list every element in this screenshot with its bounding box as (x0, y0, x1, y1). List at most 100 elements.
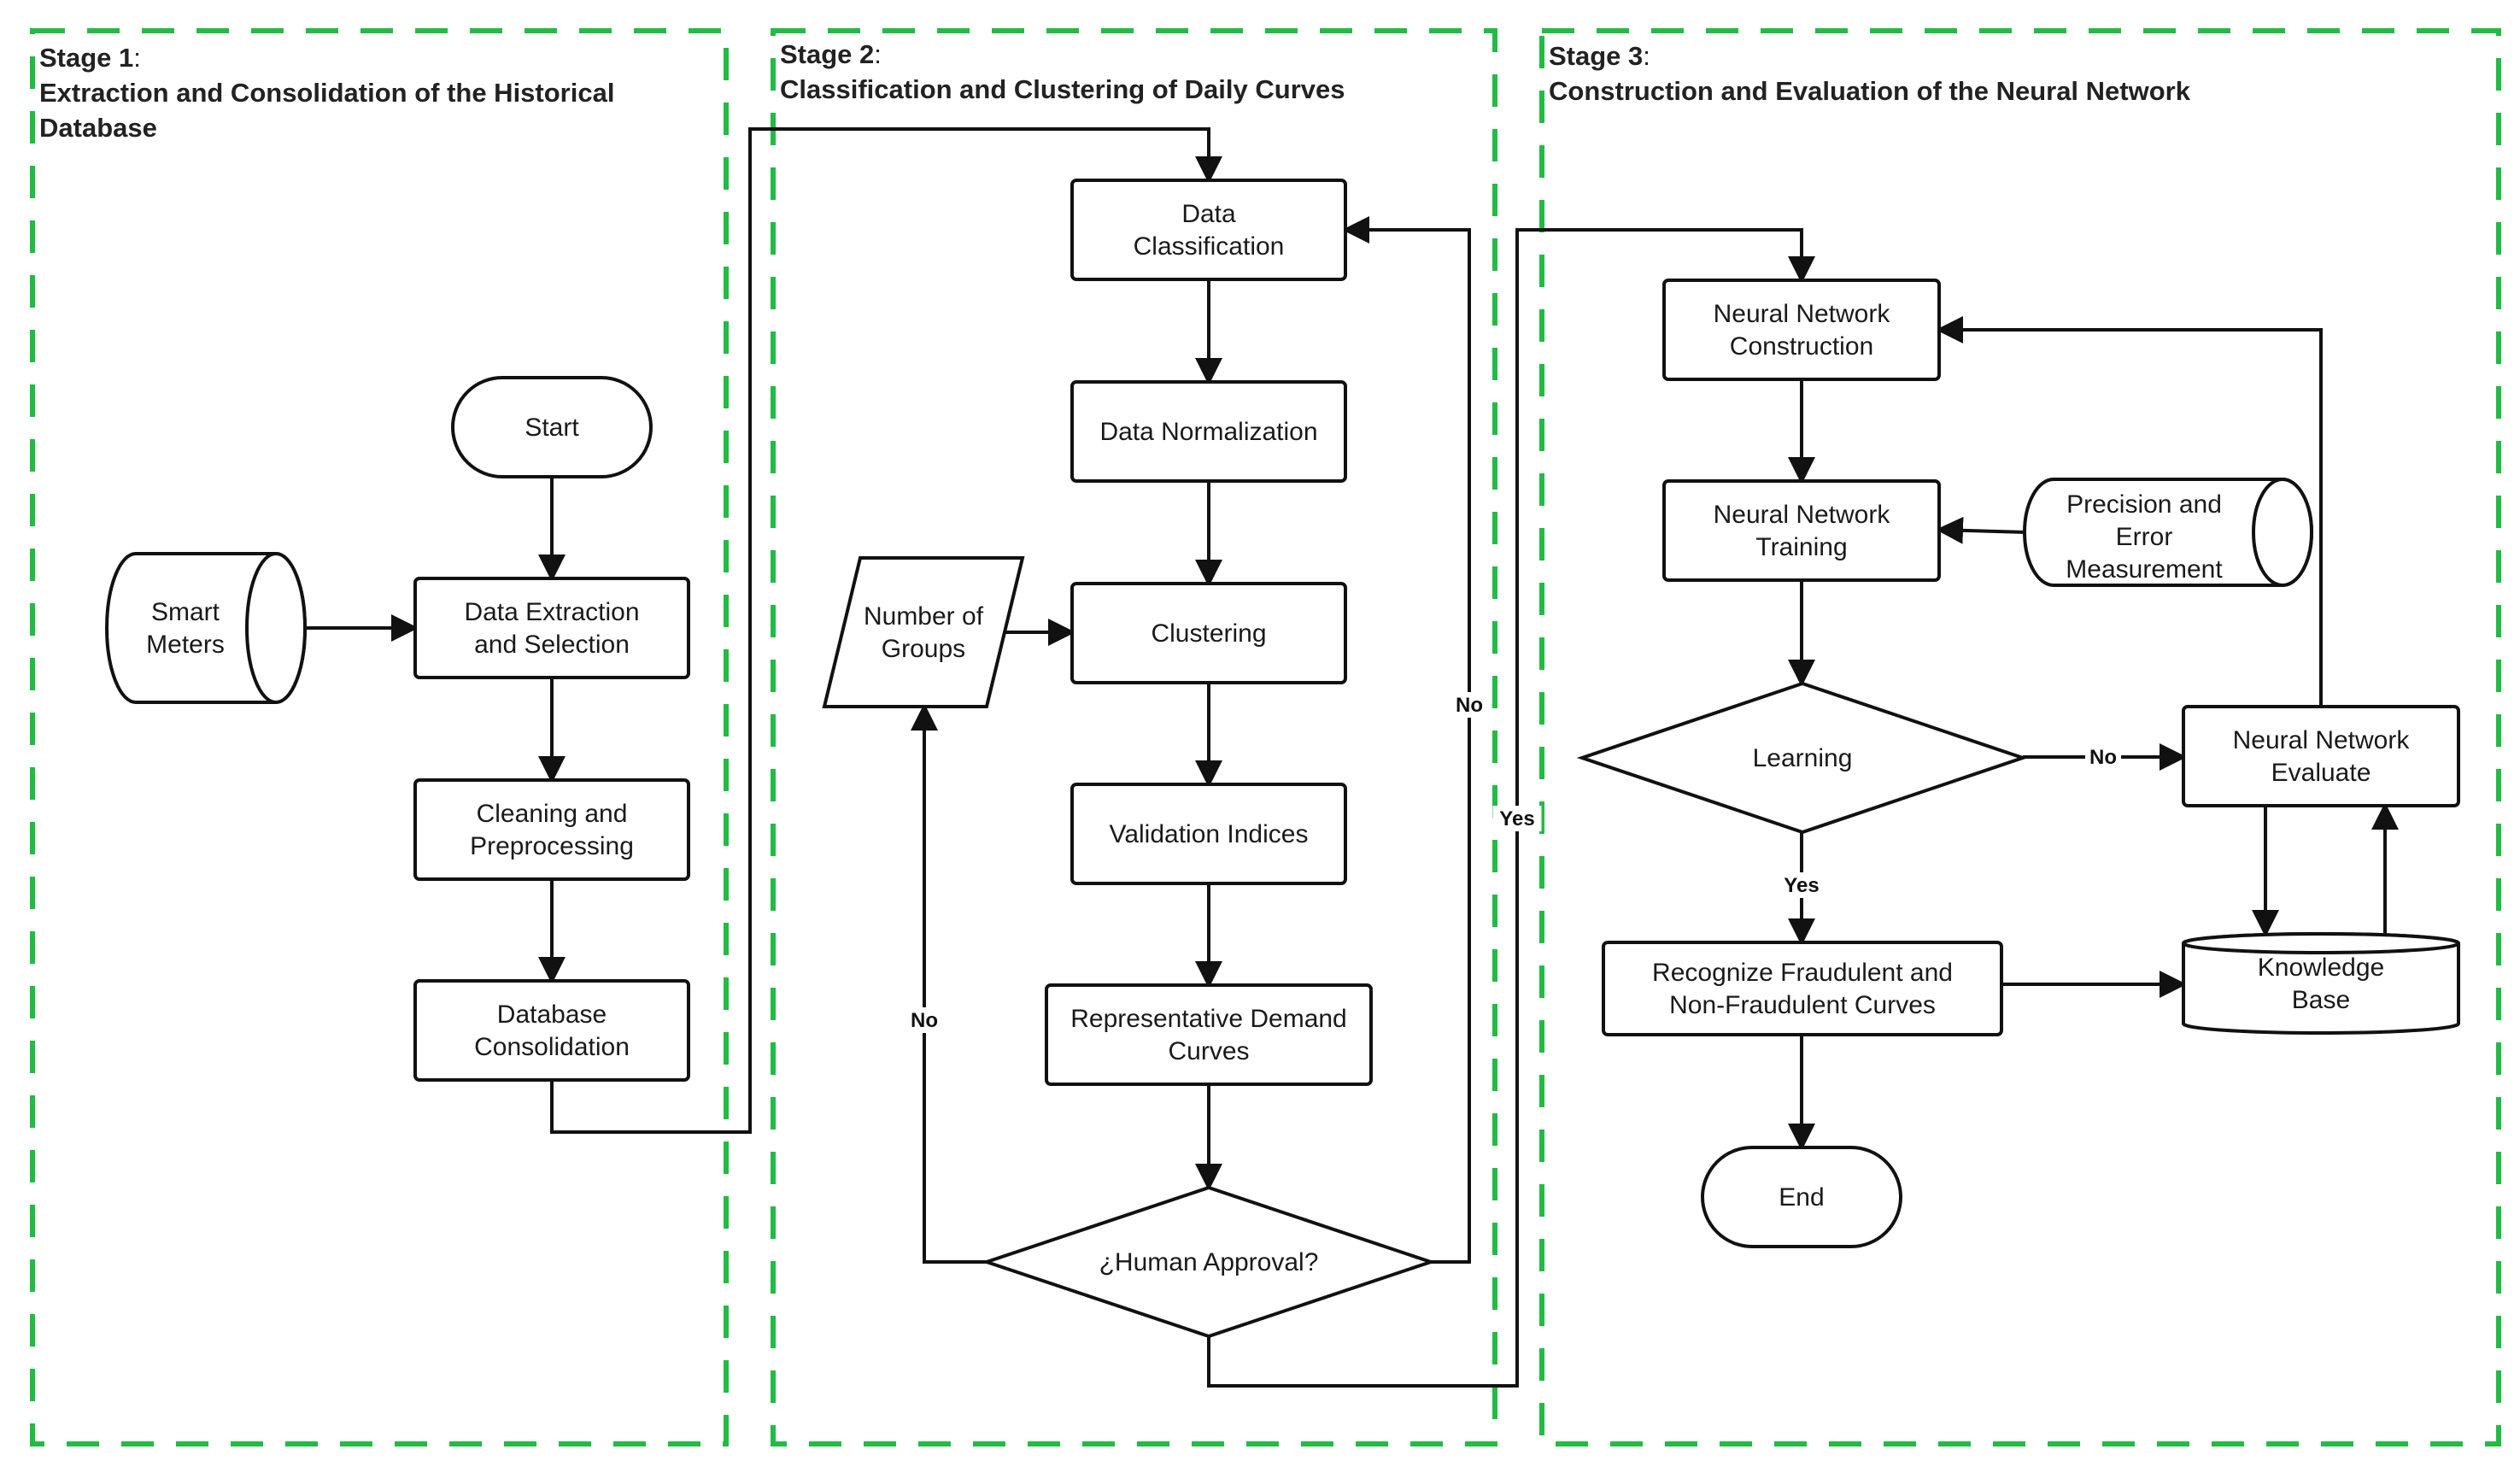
edge-label-bg (2085, 744, 2121, 770)
node-label: Data Normalization (1099, 418, 1317, 446)
stage1-border (30, 28, 729, 1446)
node-label-line: Classification (1134, 232, 1285, 261)
node-label-line: Construction (1730, 332, 1873, 361)
process-box (413, 577, 690, 679)
node-label-line: Measurement (2066, 555, 2223, 584)
node-label-line: Base (2292, 986, 2350, 1014)
cylinder-cap (245, 552, 307, 704)
process-box (1070, 582, 1347, 684)
stage3-title: Stage 3: (1549, 41, 1650, 71)
stage3-title-suffix: : (1643, 41, 1650, 71)
node-label-line: Neural Network (2233, 726, 2411, 754)
node-label-line: Training (1755, 533, 1847, 561)
node-label-line: Preprocessing (470, 832, 634, 860)
stage1-title-suffix: : (133, 43, 141, 73)
edge-approval-classification-no (1342, 216, 1471, 1264)
stage2-title-suffix: : (874, 39, 882, 69)
process-box (413, 778, 690, 881)
stage1-title-line: Database (39, 113, 157, 143)
node-label-line: Precision and (2066, 490, 2222, 519)
node-label: Validation Indices (1110, 820, 1309, 848)
node-label-line: End (1779, 1183, 1824, 1212)
node-label-line: Representative Demand (1070, 1005, 1347, 1033)
node-label-line: Data (1181, 200, 1236, 228)
process-box (1662, 279, 1941, 381)
edge-label-text: No (2089, 746, 2117, 769)
node-label-line: Error (2116, 523, 2173, 551)
process-box (2182, 705, 2460, 807)
process-box (1070, 380, 1347, 483)
stage1-title-line: Extraction and Consolidation of the Hist… (39, 78, 614, 108)
node-label: Learning (1753, 744, 1853, 772)
node-validation-indices: Validation Indices (1070, 783, 1347, 885)
process-box (1662, 479, 1941, 582)
decision-diamond (1576, 681, 2029, 835)
node-label-line: Number of (864, 602, 984, 631)
node-label: Data Extraction and Selection (464, 598, 639, 659)
stage2-title-line: Classification and Clustering of Daily C… (780, 74, 1345, 104)
node-label-line: Data Extraction (464, 598, 639, 626)
node-label: End (1779, 1183, 1824, 1212)
node-label-line: and Selection (474, 631, 630, 659)
process-box (1070, 783, 1347, 885)
node-human-approval: ¿Human Approval? (981, 1185, 1437, 1339)
edge-label-text: No (911, 1009, 938, 1032)
edge-precision-training (1936, 516, 2027, 544)
node-label-line: Start (525, 414, 579, 442)
node-label-line: Non-Fraudulent Curves (1669, 991, 1936, 1019)
edge-evaluate-construction (1936, 316, 2323, 707)
node-learning: Learning (1576, 681, 2029, 835)
node-label-line: Evaluate (2271, 759, 2371, 787)
edge-label-approval-construction-yes: Yes (1492, 806, 1542, 831)
stage3-title-line: Construction and Evaluation of the Neura… (1549, 76, 2191, 106)
node-label-line: Recognize Fraudulent and (1652, 959, 1953, 987)
edge-label-approval-groups-no: No (906, 1007, 942, 1033)
process-box (1045, 983, 1373, 1086)
node-label: Clustering (1151, 619, 1266, 648)
stage2-border (771, 28, 1497, 1446)
edge-approval-groups-no (911, 703, 987, 1264)
node-label-line: Meters (146, 631, 225, 659)
cylinder-cap (2252, 478, 2313, 587)
node-label-line: Neural Network (1714, 501, 1891, 529)
node-label-line: Learning (1753, 744, 1853, 772)
stage1-title-prefix: Stage 1 (39, 43, 133, 73)
edge-label-bg (906, 1007, 942, 1033)
edge-label-learning-evaluate-no: No (2085, 744, 2121, 770)
node-label: Start (525, 414, 579, 442)
decision-diamond (981, 1185, 1437, 1339)
node-label-line: Knowledge (2258, 954, 2384, 982)
edge-label-learning-recognize-yes: Yes (1777, 872, 1826, 898)
process-box (413, 979, 690, 1082)
cylinder-cap (2182, 932, 2460, 954)
edge-label-bg (1777, 872, 1826, 898)
node-label-line: Smart (151, 598, 220, 626)
node-data-normalization: Data Normalization (1070, 380, 1347, 483)
node-end: End (1701, 1146, 1902, 1248)
node-label-line: Cleaning and (477, 800, 628, 828)
edge-label-bg (1451, 692, 1487, 718)
node-label-line: ¿Human Approval? (1099, 1248, 1319, 1276)
edge-consolidation-classification (550, 127, 1222, 1134)
